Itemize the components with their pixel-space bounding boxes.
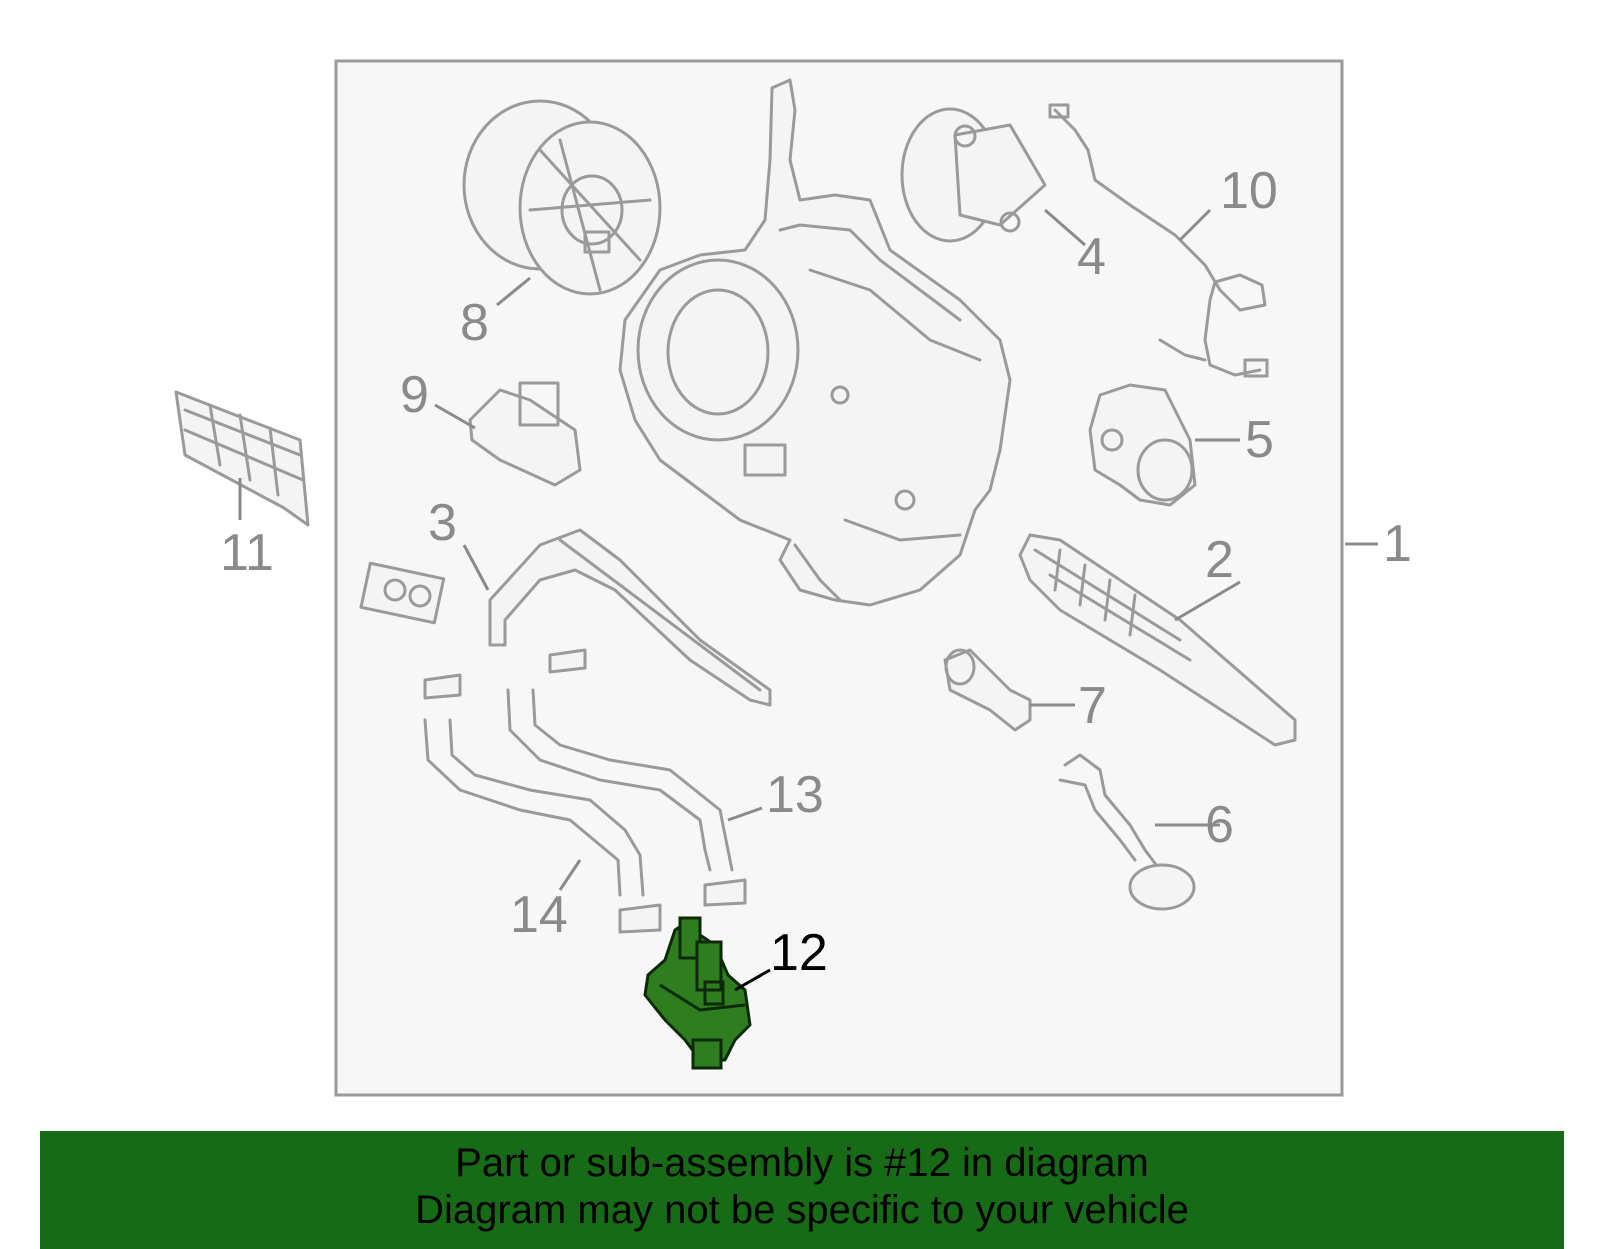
part-4-actuator bbox=[900, 107, 1047, 243]
part-12-water-valve bbox=[643, 916, 752, 1070]
callout-13: 13 bbox=[766, 766, 824, 824]
callout-8: 8 bbox=[460, 294, 489, 352]
leader-lines bbox=[238, 208, 1378, 992]
heater-housing bbox=[618, 78, 1012, 607]
callout-5: 5 bbox=[1245, 411, 1274, 469]
footer-line-2: Diagram may not be specific to your vehi… bbox=[415, 1188, 1189, 1232]
footer-banner: Part or sub-assembly is #12 in diagram D… bbox=[40, 1131, 1564, 1249]
part-7-sensor bbox=[943, 648, 1032, 732]
part-5-mode-motor bbox=[1088, 383, 1197, 507]
part-9-resistor bbox=[468, 381, 582, 487]
callout-11: 11 bbox=[220, 524, 274, 582]
footer-line-1: Part or sub-assembly is #12 in diagram bbox=[455, 1141, 1149, 1185]
callout-9: 9 bbox=[400, 366, 429, 424]
part-8-blower-motor bbox=[462, 99, 662, 296]
callout-14: 14 bbox=[510, 886, 568, 944]
callout-4: 4 bbox=[1077, 228, 1106, 286]
callout-1: 1 bbox=[1383, 515, 1412, 573]
part-3-heater-core bbox=[359, 528, 772, 707]
part-14-hose bbox=[423, 673, 662, 934]
callout-6: 6 bbox=[1205, 796, 1234, 854]
part-2-evaporator bbox=[1018, 533, 1297, 747]
part-13-hose bbox=[506, 648, 747, 907]
callout-2: 2 bbox=[1205, 531, 1234, 589]
part-10-wiring-harness bbox=[1048, 103, 1269, 378]
callout-3: 3 bbox=[428, 494, 457, 552]
callout-7: 7 bbox=[1078, 677, 1107, 735]
part-6-bracket bbox=[1058, 753, 1196, 911]
part-11-filter bbox=[174, 390, 310, 527]
callout-10: 10 bbox=[1220, 162, 1278, 220]
callout-12: 12 bbox=[770, 924, 828, 982]
